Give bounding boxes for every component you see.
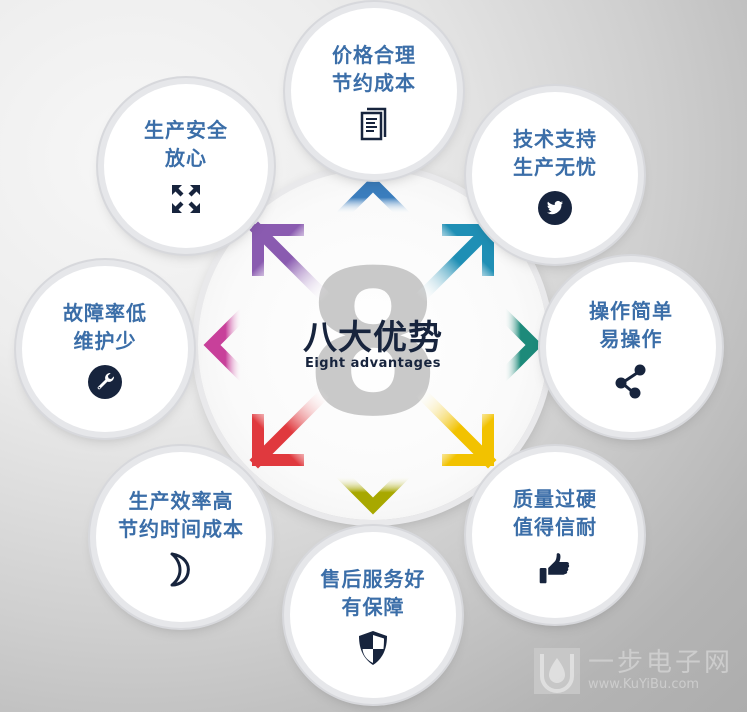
advantage-label: 价格合理 节约成本 xyxy=(332,43,416,95)
advantage-label: 操作简单 易操作 xyxy=(589,299,673,351)
center-title: 八大优势 xyxy=(303,318,443,358)
arrow-up xyxy=(334,175,412,286)
advantage-quality: 质量过硬 值得信耐 xyxy=(472,452,638,618)
wrench-icon xyxy=(88,365,122,399)
watermark-name: 一步电子网 xyxy=(588,648,734,678)
advantage-label: 质量过硬 值得信耐 xyxy=(513,487,597,539)
advantage-label: 故障率低 维护少 xyxy=(63,301,147,353)
watermark-logo-icon xyxy=(534,648,580,694)
advantage-low-failure: 故障率低 维护少 xyxy=(22,266,188,432)
advantage-label: 生产效率高 节约时间成本 xyxy=(118,489,244,541)
watermark: 一步电子网 www.KuYiBu.com xyxy=(534,648,733,694)
advantage-label: 生产安全 放心 xyxy=(144,118,228,170)
share-icon xyxy=(614,363,648,399)
center-subtitle: Eight advantages xyxy=(304,356,442,371)
advantage-safety: 生产安全 放心 xyxy=(104,84,268,248)
advantage-label: 技术支持 生产无忧 xyxy=(513,127,597,179)
advantage-after-sales: 售后服务好 有保障 xyxy=(290,532,456,698)
advantage-tech-support: 技术支持 生产无忧 xyxy=(472,92,638,258)
shield-icon xyxy=(356,631,390,665)
expand-icon xyxy=(169,182,203,216)
moon-icon xyxy=(164,552,198,587)
advantage-price: 价格合理 节约成本 xyxy=(291,8,457,174)
document-icon xyxy=(357,107,391,141)
watermark-url: www.KuYiBu.com xyxy=(588,677,700,692)
arrows-graphic xyxy=(203,175,543,515)
twitter-bird-icon xyxy=(538,191,572,225)
advantage-label: 售后服务好 有保障 xyxy=(320,567,426,619)
advantage-easy-operation: 操作简单 易操作 xyxy=(546,262,716,432)
center-hub: 8 xyxy=(198,170,548,520)
advantage-efficiency: 生产效率高 节约时间成本 xyxy=(96,452,266,622)
thumbs-up-icon xyxy=(538,551,572,585)
